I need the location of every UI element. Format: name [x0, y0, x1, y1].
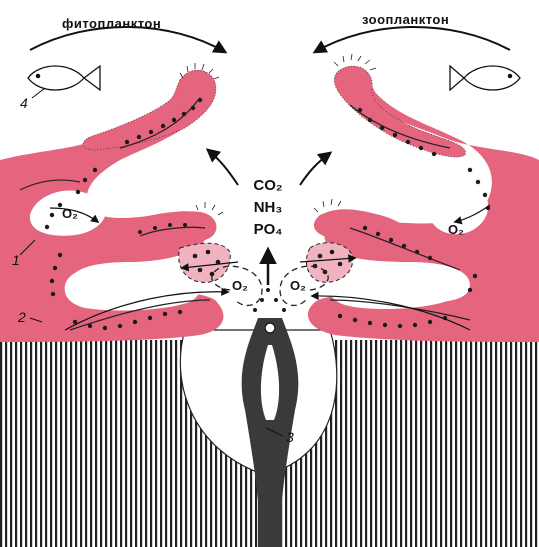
label-nh3: NH₃ [254, 199, 283, 216]
label-o2-upper-left: O₂ [62, 206, 78, 221]
mouth [265, 323, 275, 333]
label-num-1: 1 [12, 252, 20, 268]
label-o2-center-right: O₂ [290, 278, 306, 293]
label-num-2: 2 [17, 309, 26, 325]
label-phyto: фитопланктон [62, 16, 161, 31]
arrow-to-left-tentacle [208, 150, 238, 185]
label-zoo: зоопланктон [362, 12, 449, 27]
label-num-3: 3 [286, 429, 294, 445]
arrow-to-right-tentacle [300, 153, 330, 185]
label-o2-upper-right: O₂ [448, 222, 464, 237]
arrow-zoo [315, 27, 510, 52]
fish-right-icon [450, 66, 520, 90]
fish-left-icon [28, 66, 100, 90]
pointer-4 [32, 88, 45, 98]
label-o2-center-left: O₂ [232, 278, 248, 293]
center-dots [253, 288, 286, 312]
label-num-4: 4 [20, 95, 28, 111]
right-upper-tentacle [334, 66, 465, 157]
left-cavity-lower [65, 265, 200, 310]
label-co2: CO₂ [253, 177, 282, 194]
label-po4: PO₄ [254, 221, 283, 238]
